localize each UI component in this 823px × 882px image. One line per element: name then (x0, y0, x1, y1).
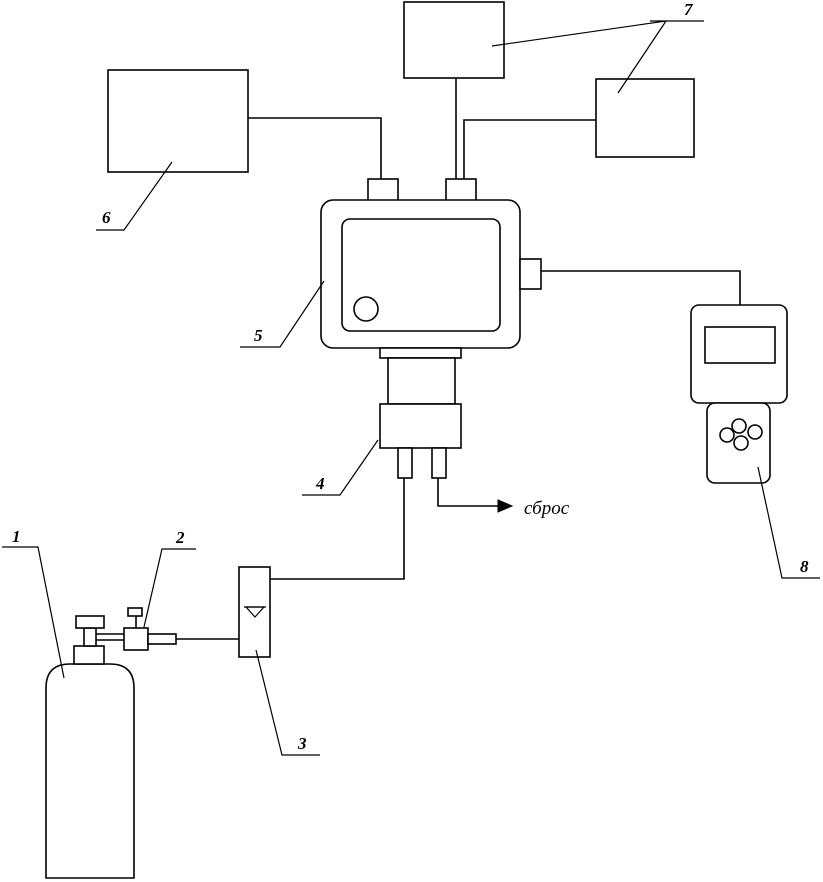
label-recorder: 6 (102, 208, 111, 227)
gas-cylinder (45, 615, 135, 879)
handheld-button-top (731, 418, 747, 434)
label-indicators: 7 (684, 0, 694, 19)
leader-7a (491, 20, 667, 47)
indicator-box-top (403, 1, 505, 79)
leader-1 (2, 546, 65, 679)
outlet-label: сброс (524, 498, 570, 519)
label-sensor: 4 (315, 474, 325, 493)
label-cylinder: 1 (12, 527, 21, 546)
recorder-box (107, 69, 249, 173)
outlet-line (437, 478, 498, 507)
gas-line-sensor (270, 478, 405, 580)
label-analyzer: 5 (254, 326, 263, 345)
leader-7b (617, 20, 667, 94)
leader-4 (302, 439, 379, 496)
leader-8 (757, 466, 820, 579)
sensor-unit (379, 403, 462, 479)
label-rotameter: 3 (297, 734, 307, 753)
handheld-device (690, 304, 788, 484)
recorder-wire (248, 117, 382, 180)
handheld-button-right (747, 424, 763, 440)
handheld-button-bottom (733, 435, 749, 451)
leader-5 (240, 280, 325, 348)
indicator-box-right (595, 78, 695, 158)
outlet-arrow (497, 499, 514, 513)
valve-reducer (96, 607, 177, 651)
label-valve: 2 (175, 528, 185, 547)
leader-6 (96, 161, 173, 231)
label-handheld: 8 (800, 557, 809, 576)
leader-3 (255, 649, 320, 756)
leader-2 (143, 548, 196, 628)
indicator-wire-right (463, 119, 596, 180)
analyzer-unit (320, 178, 542, 405)
analyzer-indicator-lamp (353, 296, 379, 322)
rotameter (238, 566, 271, 658)
handheld-button-left (719, 427, 735, 443)
handheld-wire (541, 270, 741, 305)
